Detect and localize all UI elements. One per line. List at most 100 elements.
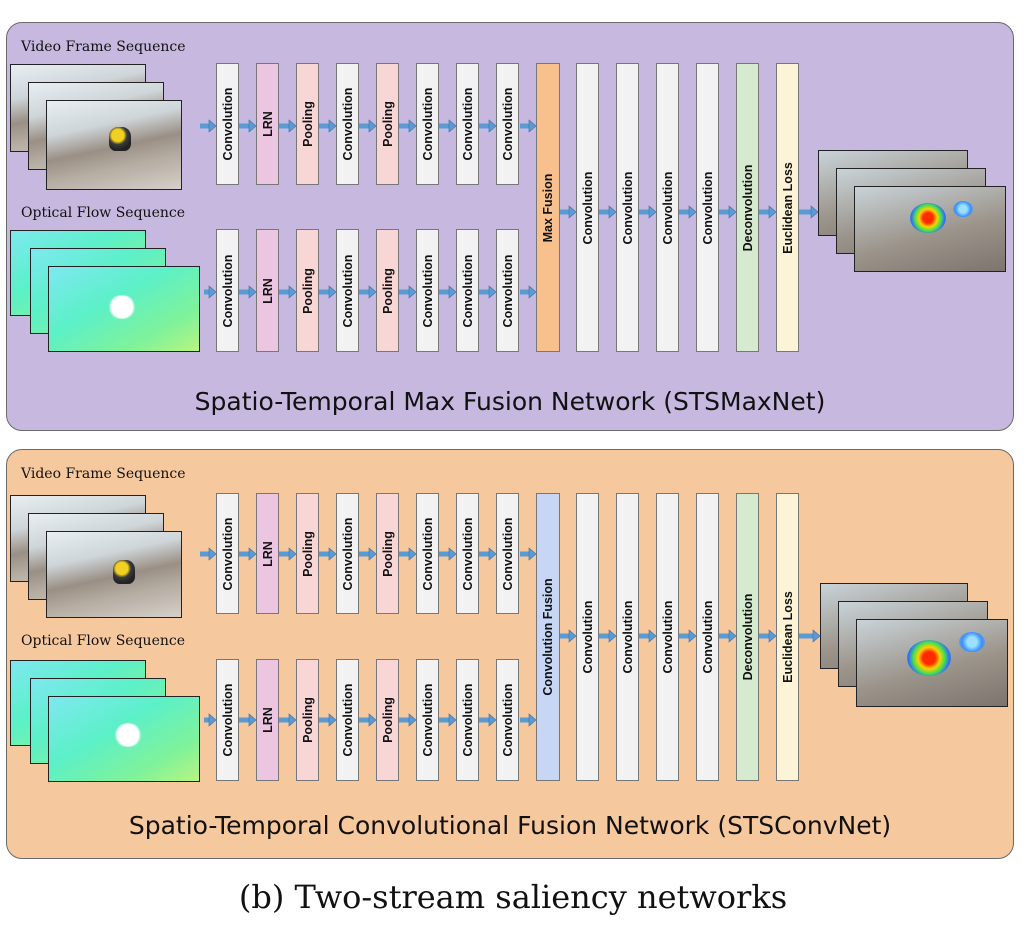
convolution-layer: Convolution — [496, 63, 519, 185]
convolution-layer: Convolution — [416, 493, 439, 614]
convolution-layer: Convolution — [336, 229, 359, 352]
max-fusion-layer: Max Fusion — [536, 63, 560, 352]
convolution-layer: Convolution — [456, 229, 479, 352]
convolution-label: Convolution — [460, 517, 475, 590]
convolution-label: Convolution — [420, 517, 435, 590]
video-frame — [46, 531, 182, 618]
saliency-frame — [854, 186, 1006, 272]
lrn-label: LRN — [260, 707, 275, 733]
euclidean-loss-label: Euclidean Loss — [780, 591, 795, 683]
saliency-hotspot — [910, 203, 946, 233]
saliency-hotspot — [907, 640, 951, 676]
convolution-label: Convolution — [580, 600, 595, 674]
pooling-layer: Pooling — [296, 659, 319, 781]
saliency-frame — [856, 619, 1008, 707]
lrn-label: LRN — [260, 111, 275, 137]
convolution-layer: Convolution — [336, 493, 359, 614]
video-sequence-label: Video Frame Sequence — [21, 466, 186, 482]
convolution-layer: Convolution — [216, 229, 239, 352]
convolution-label: Convolution — [340, 87, 355, 161]
deconvolution-layer: Deconvolution — [736, 63, 759, 352]
convolution-label: Convolution — [620, 171, 635, 244]
panel-title: Spatio-Temporal Convolutional Fusion Net… — [128, 811, 892, 840]
pooling-label: Pooling — [300, 697, 315, 743]
convolution-layer: Convolution — [696, 493, 719, 781]
convolution-layer: Convolution — [456, 493, 479, 614]
convolution-layer: Convolution — [216, 659, 239, 781]
flow-frame — [48, 266, 200, 352]
convolution-label: Convolution — [220, 87, 235, 161]
convolution-label: Convolution — [420, 87, 435, 161]
convolution-layer: Convolution — [456, 659, 479, 781]
convolution-label: Convolution — [420, 683, 435, 757]
convolution-label: Convolution — [340, 683, 355, 757]
flow-sequence-label: Optical Flow Sequence — [21, 633, 185, 649]
convolution-label: Convolution — [460, 254, 475, 327]
pooling-layer: Pooling — [296, 63, 319, 185]
saliency-hotspot — [953, 201, 973, 217]
convolution-label: Convolution — [500, 87, 515, 161]
convolution-label: Convolution — [220, 254, 235, 327]
pooling-label: Pooling — [300, 101, 315, 147]
convolution-label: Convolution — [460, 683, 475, 757]
figure-caption: (b) Two-stream saliency networks — [238, 878, 788, 916]
convolution-label: Convolution — [700, 171, 715, 244]
convolution-layer: Convolution — [576, 493, 599, 781]
lrn-layer: LRN — [256, 63, 279, 185]
conv-fusion-layer: Convolution Fusion — [536, 493, 560, 781]
convolution-label: Convolution — [220, 517, 235, 590]
euclidean-loss-label: Euclidean Loss — [780, 161, 795, 254]
lrn-layer: LRN — [256, 229, 279, 352]
panel-title: Spatio-Temporal Max Fusion Network (STSM… — [194, 387, 826, 416]
convolution-layer: Convolution — [616, 493, 639, 781]
lrn-layer: LRN — [256, 493, 279, 614]
convolution-layer: Convolution — [216, 63, 239, 185]
conv-fusion-label: Convolution Fusion — [541, 578, 555, 696]
convolution-layer: Convolution — [216, 493, 239, 614]
convolution-layer: Convolution — [496, 229, 519, 352]
pooling-label: Pooling — [380, 101, 395, 147]
pooling-layer: Pooling — [376, 229, 399, 352]
lrn-layer: LRN — [256, 659, 279, 781]
max-fusion-label: Max Fusion — [541, 173, 555, 242]
flow-motion-blob — [107, 295, 137, 319]
convolution-label: Convolution — [700, 600, 715, 674]
convolution-layer: Convolution — [496, 493, 519, 614]
convolution-layer: Convolution — [696, 63, 719, 352]
deconvolution-layer: Deconvolution — [736, 493, 759, 781]
saliency-hotspot — [959, 632, 985, 652]
convolution-label: Convolution — [340, 254, 355, 327]
euclidean-loss-layer: Euclidean Loss — [776, 63, 799, 352]
convolution-layer: Convolution — [656, 63, 679, 352]
convolution-layer: Convolution — [456, 63, 479, 185]
pooling-label: Pooling — [300, 530, 315, 577]
pooling-label: Pooling — [380, 530, 395, 577]
flow-motion-blob — [113, 723, 143, 747]
convolution-layer: Convolution — [336, 63, 359, 185]
convolution-layer: Convolution — [576, 63, 599, 352]
convolution-layer: Convolution — [496, 659, 519, 781]
convolution-label: Convolution — [460, 87, 475, 161]
deconvolution-label: Deconvolution — [740, 164, 755, 251]
convolution-layer: Convolution — [416, 659, 439, 781]
flow-sequence-label: Optical Flow Sequence — [21, 205, 185, 221]
motorcycle-rider — [109, 127, 131, 151]
video-frame — [46, 100, 182, 190]
euclidean-loss-layer: Euclidean Loss — [776, 493, 799, 781]
pooling-layer: Pooling — [296, 493, 319, 614]
motorcycle-rider — [113, 560, 135, 584]
convolution-layer: Convolution — [336, 659, 359, 781]
convolution-layer: Convolution — [416, 229, 439, 352]
deconvolution-label: Deconvolution — [740, 593, 755, 681]
convolution-layer: Convolution — [416, 63, 439, 185]
pooling-layer: Pooling — [376, 493, 399, 614]
convolution-label: Convolution — [660, 600, 675, 674]
convolution-label: Convolution — [420, 254, 435, 327]
pooling-layer: Pooling — [296, 229, 319, 352]
video-sequence-label: Video Frame Sequence — [21, 39, 186, 55]
convolution-label: Convolution — [220, 683, 235, 757]
flow-frame — [48, 696, 200, 782]
convolution-label: Convolution — [580, 171, 595, 244]
convolution-layer: Convolution — [656, 493, 679, 781]
convolution-label: Convolution — [500, 683, 515, 757]
